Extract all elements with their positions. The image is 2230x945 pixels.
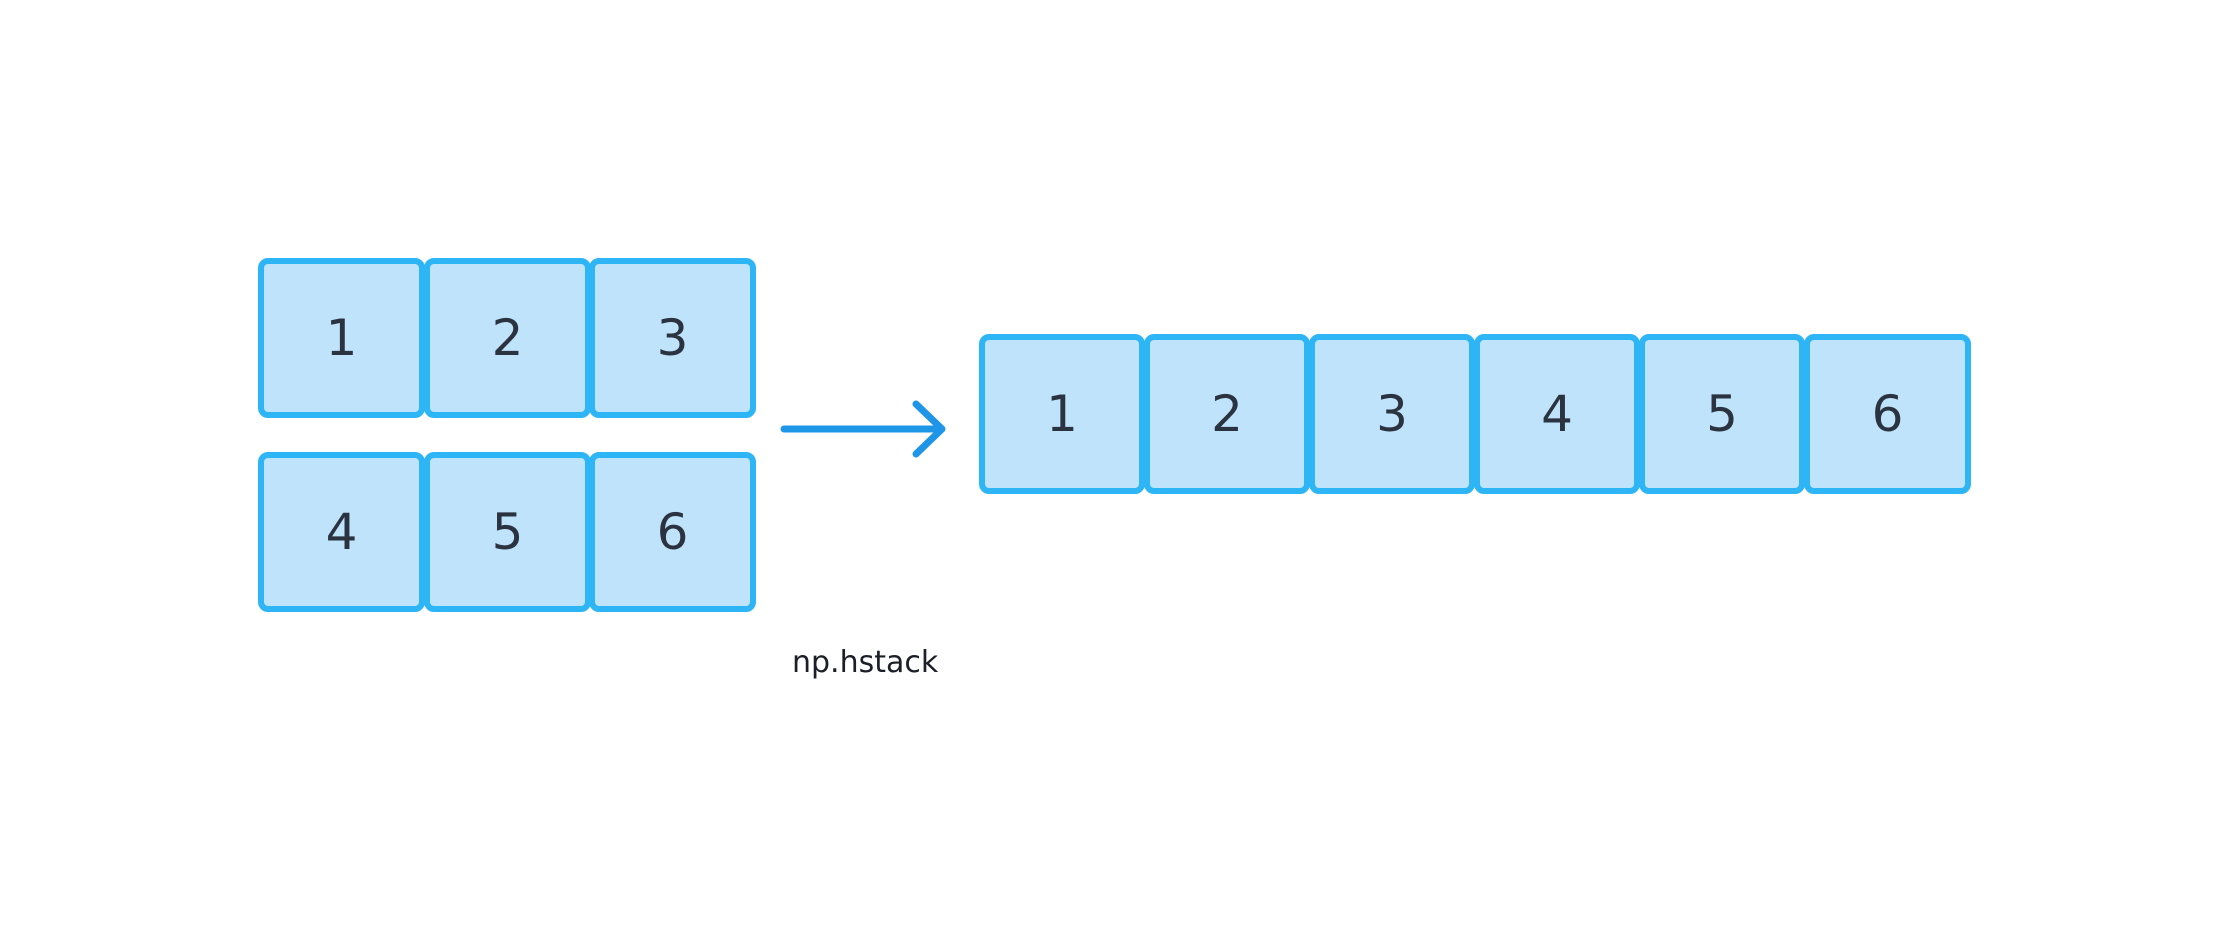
output-cell-3: 3 — [1309, 334, 1475, 494]
output-cell-2: 2 — [1144, 334, 1310, 494]
input-cell-r2c1: 4 — [258, 452, 425, 612]
input-cell-r2c2: 5 — [424, 452, 591, 612]
output-cell-5: 5 — [1639, 334, 1805, 494]
input-cell-value: 6 — [656, 503, 689, 561]
output-cell-4: 4 — [1474, 334, 1640, 494]
operation-label: np.hstack — [792, 645, 939, 680]
input-cell-value: 5 — [491, 503, 524, 561]
input-cell-value: 2 — [491, 309, 524, 367]
input-cell-r2c3: 6 — [589, 452, 756, 612]
input-cell-r1c3: 3 — [589, 258, 756, 418]
output-cell-value: 3 — [1376, 385, 1408, 443]
output-cell-value: 2 — [1211, 385, 1243, 443]
input-cell-value: 4 — [325, 503, 358, 561]
output-cell-6: 6 — [1804, 334, 1971, 494]
output-cell-value: 5 — [1706, 385, 1738, 443]
input-cell-r1c1: 1 — [258, 258, 425, 418]
input-cell-r1c2: 2 — [424, 258, 591, 418]
output-cell-value: 6 — [1871, 385, 1904, 443]
output-cell-1: 1 — [979, 334, 1145, 494]
arrow-right-icon — [780, 400, 946, 458]
output-cell-value: 4 — [1541, 385, 1573, 443]
input-cell-value: 1 — [325, 309, 358, 367]
input-cell-value: 3 — [656, 309, 689, 367]
output-cell-value: 1 — [1046, 385, 1078, 443]
